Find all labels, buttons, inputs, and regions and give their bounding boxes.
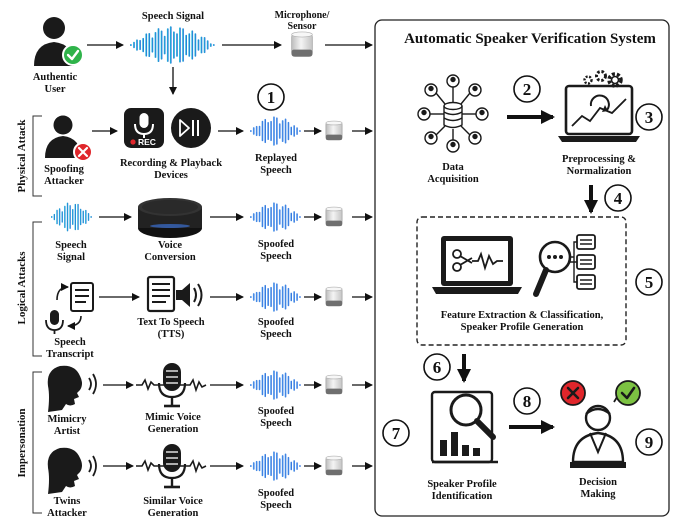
data-acquisition-icon [417, 74, 489, 153]
gear-icon [607, 72, 623, 88]
step-7-number: 7 [392, 424, 401, 443]
step-2-number: 2 [523, 80, 532, 99]
replayed-speech-wave [250, 116, 301, 146]
step-9-number: 9 [645, 433, 654, 452]
recording-device-icon: REC [124, 108, 164, 148]
accept-icon [615, 380, 641, 406]
replayed-speech-label: Replayed Speech [255, 153, 297, 176]
speech-signal-wave-vc [51, 202, 92, 232]
replayed-speaker-icon [325, 120, 343, 141]
microphone-sensor-label: Microphone/ Sensor [274, 10, 330, 32]
decision-making-label: Decision Making [579, 477, 617, 500]
preprocessing-laptop-icon [558, 70, 640, 142]
spoofed-speech-label-twins: Spoofed Speech [257, 488, 295, 511]
voice-conversion-label: Voice Conversion [144, 240, 196, 263]
physical-attack-bracket [32, 115, 42, 197]
asv-system-title: Automatic Speaker Verification System [404, 31, 656, 47]
playback-device-icon [171, 108, 211, 148]
tiny-gear-icon [583, 75, 593, 85]
step-6-badge: 6 [423, 353, 451, 381]
speech-transcript-label: Speech Transcript [46, 337, 94, 360]
feature-extraction-box [416, 216, 627, 346]
asv-system-panel [374, 19, 670, 517]
twins-attacker-icon [47, 447, 97, 494]
preprocessing-label: Preprocessing & Normalization [562, 154, 636, 177]
small-gear-icon [595, 70, 607, 82]
speech-signal-label-vc: Speech Signal [55, 240, 87, 263]
step-4-badge: 4 [604, 184, 632, 212]
step-2-badge: 2 [513, 75, 541, 103]
impersonation-bracket [32, 371, 42, 514]
logical-attacks-label: Logical Attacks [16, 251, 28, 325]
spoofing-attacker-icon [45, 115, 93, 162]
classification-search-icon [533, 234, 596, 297]
microphone-sensor-icon [291, 31, 313, 57]
voice-conversion-device-icon [138, 198, 202, 238]
spoofed-speech-label-tts: Spoofed Speech [257, 317, 295, 340]
speech-signal-label-top: Speech Signal [141, 11, 205, 22]
mimic-speaker-icon [325, 374, 343, 395]
speaker-identification-icon [430, 390, 498, 464]
speaker-identification-label: Speaker Profile Identification [427, 479, 497, 502]
speech-signal-wave-top [130, 26, 215, 64]
step-8-number: 8 [523, 392, 532, 411]
similar-voice-label: Similar Voice Generation [143, 496, 203, 519]
mimicry-artist-icon [47, 365, 97, 412]
step-6-number: 6 [433, 358, 442, 377]
step-1-number: 1 [267, 88, 276, 107]
step-1-badge: 1 [257, 83, 285, 111]
spoofed-speech-label-mimic: Spoofed Speech [257, 406, 295, 429]
spoofed-speech-label-vc: Spoofed Speech [257, 239, 295, 262]
tts-device-icon [146, 275, 203, 313]
authentic-user-label: Authentic User [32, 72, 78, 95]
twins-attacker-label: Twins Attacker [47, 496, 87, 519]
mimic-voice-mic-icon [136, 363, 207, 408]
recording-playback-label: Recording & Playback Devices [119, 158, 223, 181]
spoofed-speech-wave-tts [250, 282, 301, 312]
step-9-badge: 9 [635, 428, 663, 456]
rec-text: REC [138, 137, 156, 147]
step-5-number: 5 [645, 273, 654, 292]
speech-transcript-icon [45, 282, 94, 334]
step-5-badge: 5 [635, 268, 663, 296]
feature-extraction-label: Feature Extraction & Classification, Spe… [440, 310, 604, 333]
feature-extraction-laptop-icon [432, 236, 522, 294]
physical-attack-label: Physical Attack [16, 119, 28, 193]
tts-label: Text To Speech (TTS) [137, 317, 205, 340]
spoofing-attacker-label: Spoofing Attacker [44, 164, 84, 187]
step-3-number: 3 [645, 108, 654, 127]
tts-speaker-icon [325, 286, 343, 307]
spoofed-speech-wave-twins [250, 451, 301, 481]
spoofed-speech-wave-mimic [250, 370, 301, 400]
mimicry-artist-label: Mimicry Artist [47, 414, 87, 437]
authentic-user-icon [34, 17, 84, 66]
logical-attacks-bracket [32, 221, 42, 357]
step-3-badge: 3 [635, 103, 663, 131]
impersonation-label: Impersonation [16, 408, 28, 478]
step-8-badge: 8 [513, 387, 541, 415]
mimic-voice-label: Mimic Voice Generation [145, 412, 201, 435]
step-7-badge: 7 [382, 419, 410, 447]
data-acquisition-label: Data Acquisition [427, 162, 479, 185]
spoofed-speech-wave-vc [250, 202, 301, 232]
reject-icon [560, 380, 586, 406]
step-4-number: 4 [614, 189, 623, 208]
twins-speaker-icon [325, 455, 343, 476]
vc-speaker-icon [325, 206, 343, 227]
similar-voice-mic-icon [136, 444, 207, 489]
